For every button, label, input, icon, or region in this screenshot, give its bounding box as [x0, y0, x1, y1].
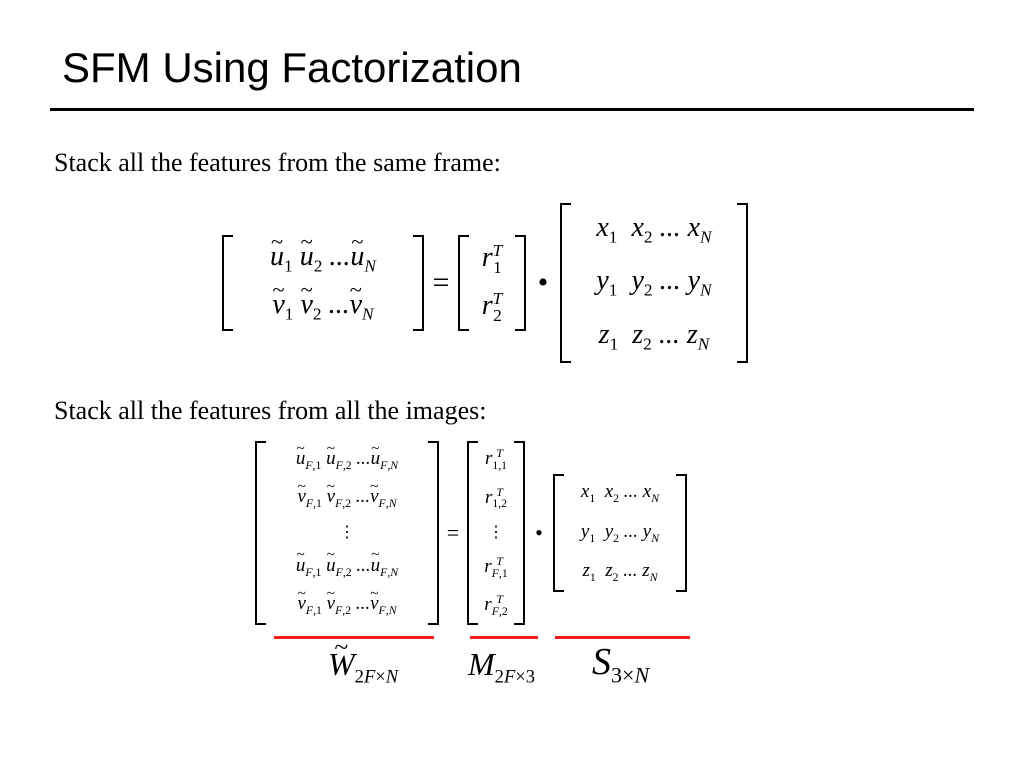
- matrix-row-z: z1 z2 ... zN: [598, 318, 710, 354]
- vertical-ellipsis: ⋮: [488, 524, 504, 541]
- matrix-row-y: y1 y2 ... yN: [596, 265, 712, 300]
- label-w: W2F×N: [328, 632, 398, 688]
- caption-all-images: Stack all the features from all the imag…: [54, 396, 487, 425]
- dot-operator: •: [537, 266, 549, 299]
- caption-same-frame: Stack all the features from the same fra…: [54, 148, 501, 177]
- matrix-row-v: vF,1 vF,2 ...vF,N: [267, 478, 427, 511]
- measurement-matrix-all: uF,1 uF,2 ...uF,N vF,1 vF,2 ...vF,N ⋮ uF…: [255, 440, 439, 625]
- measurement-matrix-frame: u1 u2 ...uN v1 v2 ...vN: [222, 229, 424, 331]
- matrix-row-u: u1 u2 ...uN: [234, 229, 412, 277]
- label-s: S3×N: [592, 641, 650, 688]
- equation-single-frame: u1 u2 ...uN v1 v2 ...vN = rT1 rT2 • x1 x…: [222, 200, 748, 366]
- equals-sign: =: [446, 520, 460, 545]
- matrix-row-v: vF,1 vF,2 ...vF,N: [267, 585, 427, 618]
- underline-s: [555, 636, 690, 639]
- matrix-row-v: v1 v2 ...vN: [234, 277, 412, 325]
- matrix-row-u: uF,1 uF,2 ...uF,N: [267, 546, 427, 580]
- dot-operator: •: [535, 520, 543, 545]
- equals-sign: =: [432, 266, 450, 299]
- matrix-row-u: uF,1 uF,2 ...uF,N: [267, 440, 427, 473]
- matrix-row-x: x1 x2 ... xN: [596, 211, 712, 247]
- matrix-row-y: y1 y2 ... yN: [580, 520, 660, 545]
- matrix-row-x: x1 x2 ... xN: [580, 481, 660, 506]
- slide-title: SFM Using Factorization: [62, 44, 522, 91]
- vertical-ellipsis: ⋮: [339, 523, 355, 541]
- title-divider: [50, 108, 974, 111]
- shape-matrix-frame: x1 x2 ... xN y1 y2 ... yN z1 z2 ... zN: [560, 203, 748, 363]
- matrix-row-z: z1 z2 ... zN: [582, 559, 658, 584]
- label-m: M2F×3: [468, 646, 536, 688]
- underline-m: [470, 636, 538, 639]
- equation-all-images: uF,1 uF,2 ...uF,N vF,1 vF,2 ...vF,N ⋮ uF…: [255, 437, 687, 629]
- shape-matrix: x1 x2 ... xN y1 y2 ... yN z1 z2 ... zN: [553, 474, 687, 592]
